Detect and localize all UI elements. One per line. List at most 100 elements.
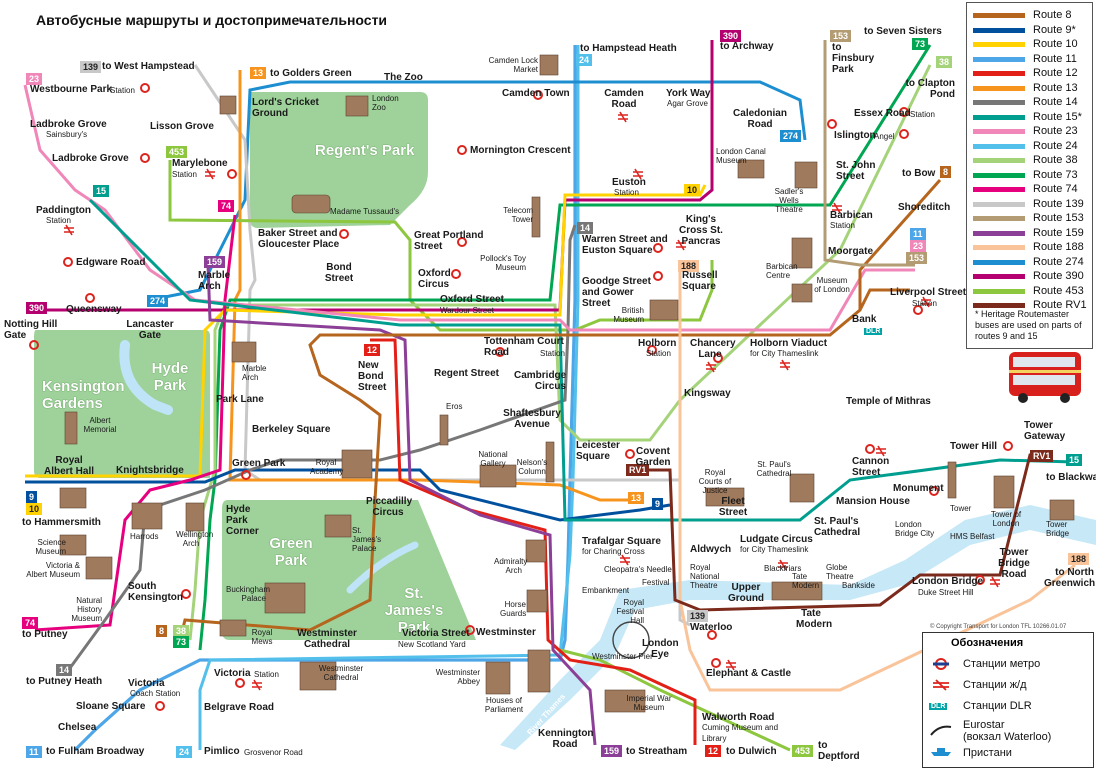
stop-essex-road[interactable]: Essex Road xyxy=(854,108,911,119)
terminus-badge-390[interactable]: 390 xyxy=(720,30,742,42)
stop-liverpool-street[interactable]: Liverpool Street xyxy=(890,287,967,298)
stop-london-bridge[interactable]: London Bridge xyxy=(912,576,984,587)
badge-15-paddington[interactable]: 15 xyxy=(93,185,110,197)
stop-mornington[interactable]: Mornington Crescent xyxy=(470,145,571,156)
stop-elephant[interactable]: Elephant & Castle xyxy=(706,668,792,679)
regents-park[interactable] xyxy=(250,92,428,228)
stop-tate-modern[interactable]: Tate Modern xyxy=(796,608,833,630)
terminus-badge-8[interactable]: 8 xyxy=(940,166,952,178)
stop-shoreditch[interactable]: Shoreditch xyxy=(898,202,951,213)
stop-notting-hill[interactable]: Notting Hill Gate xyxy=(4,319,58,341)
stop-shaftesbury[interactable]: Shaftesbury Avenue xyxy=(503,408,561,430)
badge-274-lancaster[interactable]: 274 xyxy=(147,295,169,307)
badge-rv1-tower[interactable]: RV1 xyxy=(1030,450,1054,462)
terminus-badge-10[interactable]: 10 xyxy=(26,503,43,515)
stop-westminster-cath[interactable]: Westminster Cathedral xyxy=(297,628,357,650)
stop-green-park[interactable]: Green Park xyxy=(232,458,286,469)
stop-moorgate[interactable]: Moorgate xyxy=(828,246,873,257)
stop-lords[interactable]: Lord's Cricket Ground xyxy=(252,97,319,119)
stop-edgware-road[interactable]: Edgware Road xyxy=(76,257,146,268)
stop-cambridge-circus[interactable]: Cambridge Circus xyxy=(514,370,567,392)
stop-islington[interactable]: Islington xyxy=(834,130,876,141)
stop-hyde-park-corner[interactable]: Hyde Park Corner xyxy=(226,504,259,537)
hyde-park-area[interactable] xyxy=(34,330,210,478)
stop-marylebone[interactable]: Marylebone xyxy=(172,158,228,169)
terminus-badge-74[interactable]: 74 xyxy=(22,617,39,629)
stop-aldwych[interactable]: Aldwych xyxy=(690,544,732,555)
stop-kennington[interactable]: Kennington Road xyxy=(538,728,594,750)
terminus-badge-12[interactable]: 12 xyxy=(705,745,722,757)
stop-york-way[interactable]: York Way xyxy=(666,88,711,99)
stop-queensway[interactable]: Queensway xyxy=(66,304,122,315)
stop-st-pauls[interactable]: St. Paul's Cathedral xyxy=(814,516,861,538)
stop-holborn-viaduct[interactable]: Holborn Viaduct xyxy=(750,338,828,349)
terminus-badge-159[interactable]: 159 xyxy=(601,745,623,757)
stop-leicester[interactable]: Leicester Square xyxy=(576,440,620,462)
stop-upper-ground[interactable]: Upper Ground xyxy=(727,582,765,604)
stop-chelsea[interactable]: Chelsea xyxy=(58,722,97,733)
stop-berkeley[interactable]: Berkeley Square xyxy=(252,424,331,435)
stop-victoria-coach[interactable]: Victoria xyxy=(128,678,165,689)
terminus-badge-11[interactable]: 11 xyxy=(26,746,42,758)
badge-74-baker[interactable]: 74 xyxy=(218,200,235,212)
terminus-badge-38[interactable]: 38 xyxy=(936,56,953,68)
stop-st-john[interactable]: St. John Street xyxy=(836,160,876,182)
stop-caledonian[interactable]: Caledonian Road xyxy=(733,108,787,130)
stop-paddington[interactable]: Paddington xyxy=(36,205,91,216)
stop-ladbroke-grove[interactable]: Ladbroke Grove xyxy=(52,153,129,164)
stop-chancery[interactable]: Chancery Lane xyxy=(690,338,736,360)
badge-8-victoria[interactable]: 8 xyxy=(156,625,168,637)
stop-oxford-street[interactable]: Oxford Street xyxy=(440,294,504,305)
badge-10-euston[interactable]: 10 xyxy=(684,184,701,196)
stop-victoria-street[interactable]: Victoria Street xyxy=(402,628,470,639)
terminus-badge-24[interactable]: 24 xyxy=(576,54,593,66)
badge-159-marble[interactable]: 159 xyxy=(204,256,226,268)
stop-bond-street[interactable]: Bond Street xyxy=(324,262,354,284)
stop-victoria[interactable]: Victoria xyxy=(214,668,251,679)
stop-cannon-street[interactable]: Cannon Street xyxy=(852,456,890,478)
terminus-badge-15[interactable]: 15 xyxy=(1066,454,1083,466)
badge-23-west[interactable]: 23 xyxy=(26,73,43,85)
stop-ludgate[interactable]: Ludgate Circus xyxy=(740,534,813,545)
stop-mansion-house[interactable]: Mansion House xyxy=(836,496,910,507)
stop-knightsbridge[interactable]: Knightsbridge xyxy=(116,465,184,476)
stop-oxford-circus[interactable]: Oxford Circus xyxy=(418,268,451,290)
badge-23-liverpool[interactable]: 23 xyxy=(910,240,927,252)
stop-park-lane[interactable]: Park Lane xyxy=(216,394,264,405)
stop-camden-road[interactable]: Camden Road xyxy=(604,88,644,110)
stop-trafalgar[interactable]: Trafalgar Square xyxy=(582,536,661,547)
badge-14-warren[interactable]: 14 xyxy=(577,222,594,234)
stop-marble-arch[interactable]: Marble Arch xyxy=(198,270,231,292)
stop-regent-street[interactable]: Regent Street xyxy=(434,368,500,379)
stop-covent-garden[interactable]: Covent Garden xyxy=(635,446,671,468)
badge-153-liverpool[interactable]: 153 xyxy=(906,252,928,264)
stop-new-bond[interactable]: New Bond Street xyxy=(358,360,387,393)
stop-south-ken[interactable]: South Kensington xyxy=(128,581,183,603)
terminus-badge-13[interactable]: 13 xyxy=(250,67,267,79)
stop-royal-albert[interactable]: Royal Albert Hall xyxy=(44,455,95,477)
terminus-badge-139[interactable]: 139 xyxy=(80,61,102,73)
badge-390-queensway[interactable]: 390 xyxy=(26,302,48,314)
terminus-badge-24b[interactable]: 24 xyxy=(176,746,193,758)
stop-waterloo[interactable]: Waterloo xyxy=(690,622,733,633)
stop-westbourne-park[interactable]: Westbourne Park xyxy=(30,84,113,95)
stop-kings-cross[interactable]: King's Cross St. Pancras xyxy=(679,214,723,247)
terminus-badge-73[interactable]: 73 xyxy=(912,38,929,50)
stop-goodge[interactable]: Goodge Street and Gower Street xyxy=(582,276,651,309)
badge-73-victoria[interactable]: 73 xyxy=(173,636,190,648)
terminus-badge-14[interactable]: 14 xyxy=(56,664,73,676)
stop-tower-gateway[interactable]: Tower Gateway xyxy=(1024,420,1066,442)
stop-great-portland[interactable]: Great Portland Street xyxy=(414,230,484,252)
badge-13-trafalgar[interactable]: 13 xyxy=(628,492,645,504)
badge-rv1-covent[interactable]: RV1 xyxy=(626,464,650,476)
badge-274-caledonian[interactable]: 274 xyxy=(780,130,802,142)
stop-lancaster-gate[interactable]: Lancaster Gate xyxy=(126,319,174,341)
stop-kingsway[interactable]: Kingsway xyxy=(684,388,731,399)
badge-38-victoria[interactable]: 38 xyxy=(173,625,190,637)
stop-walworth[interactable]: Walworth Road xyxy=(702,712,775,723)
stop-bank[interactable]: Bank xyxy=(852,314,877,325)
stop-russell[interactable]: Russell Square xyxy=(682,270,718,292)
stop-warren-street[interactable]: Warren Street and Euston Square xyxy=(582,234,668,256)
stop-camden-town[interactable]: Camden Town xyxy=(502,88,570,99)
stop-lisson-grove[interactable]: Lisson Grove xyxy=(150,121,214,132)
